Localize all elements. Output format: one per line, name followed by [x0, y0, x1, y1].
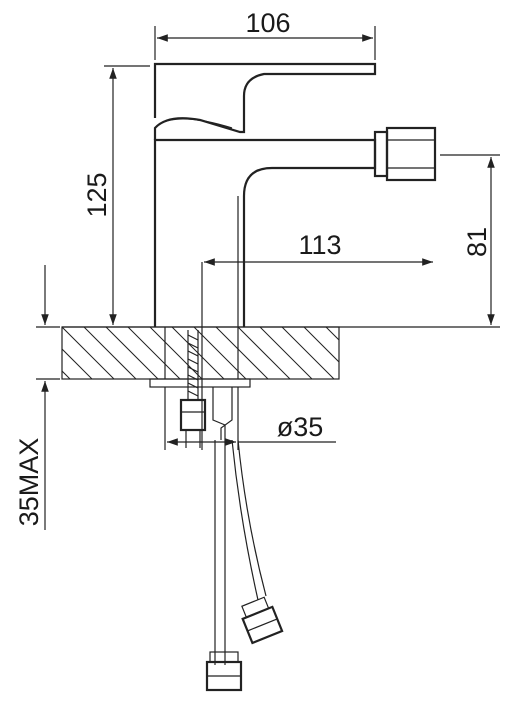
faucet-body [153, 62, 437, 327]
dimension-106-label: 106 [245, 8, 290, 38]
dimension-113: 113 [201, 230, 433, 450]
dimension-125-label: 125 [82, 172, 112, 217]
dimension-125: 125 [82, 65, 150, 325]
dimension-35max: 35MAX [14, 265, 60, 530]
mounting-hardware [149, 330, 284, 692]
countertop-section [61, 326, 500, 380]
dimension-diameter: ø35 [164, 387, 336, 450]
dimension-81: 81 [440, 154, 500, 325]
dimension-diameter-label: ø35 [277, 412, 324, 442]
dimension-81-label: 81 [462, 227, 492, 257]
dimension-35max-label: 35MAX [14, 438, 44, 527]
dimension-113-label: 113 [298, 230, 341, 260]
dimension-106: 106 [154, 8, 376, 60]
